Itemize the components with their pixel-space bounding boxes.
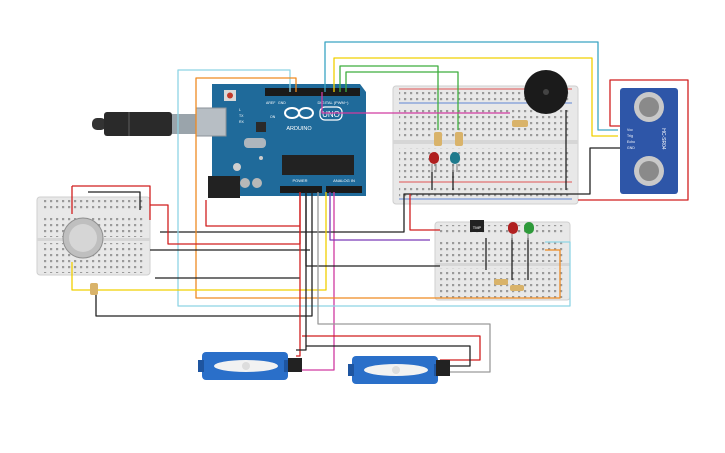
pin-trig-label: Trig	[627, 134, 633, 138]
gnd-label: GND	[278, 101, 286, 105]
model-label: UNO	[322, 110, 340, 119]
resistor-4	[494, 279, 508, 285]
analog-header-label: ANALOG IN	[333, 178, 355, 183]
wire-orange-loop	[195, 77, 561, 299]
on-label: ON	[270, 115, 276, 119]
wire-gray-servo2	[317, 192, 491, 373]
ultrasonic-model-label: HC-SR04	[660, 128, 666, 150]
wire-teal-trig	[324, 41, 618, 131]
resistor-3	[512, 120, 528, 127]
wire-yellow-sensor	[71, 192, 327, 291]
led-blue-main	[450, 152, 460, 172]
wire-yellow-echo	[333, 57, 618, 137]
led-red-small	[508, 222, 518, 240]
wire-red-left-power	[150, 192, 301, 245]
led-red-main	[429, 152, 439, 172]
wire-green-led2	[345, 71, 459, 130]
wire-red-servo1	[296, 192, 301, 357]
wire-red-vcc	[578, 79, 689, 201]
wire-red-servo2	[302, 335, 481, 361]
digital-header-label: DIGITAL (PWM~)	[318, 100, 350, 105]
pin-vcc-label: Vcc	[627, 128, 633, 132]
aref-label: AREF	[266, 101, 275, 105]
breadboard-main	[392, 85, 579, 205]
wire-lightblue-loop	[177, 69, 571, 307]
usb-cable	[92, 112, 204, 136]
tx-label: TX	[239, 114, 244, 118]
ultrasonic-sensor: HC-SR04 Vcc Trig Echo GND	[620, 88, 678, 194]
wire-black-servo1	[296, 192, 307, 351]
wire-black-servo2	[306, 345, 471, 367]
brand-label: ARDUINO	[286, 126, 312, 132]
wire-black-gnd	[160, 147, 620, 233]
wires	[71, 41, 689, 373]
temp-sensor-label: TMP	[473, 225, 482, 230]
arduino-logo	[284, 107, 314, 119]
wire-magenta-buzzer	[321, 92, 510, 114]
power-header-label: POWER	[292, 178, 307, 183]
wire-black-resistor	[95, 192, 313, 317]
wire-purple	[329, 192, 430, 241]
wire-red-bb2	[409, 194, 440, 231]
pin-gnd-label: GND	[627, 146, 635, 150]
wire-red-sensor	[71, 185, 151, 220]
resistor-5	[510, 285, 524, 291]
arduino-uno: UNO ARDUINO DIGITAL (PWM~) POWER ANALOG …	[195, 84, 366, 198]
resistor-left	[90, 283, 98, 295]
wire-black-sensor	[88, 191, 141, 210]
l-label: L	[239, 108, 241, 112]
servo-motor-2	[348, 356, 450, 384]
servo-motor-1	[198, 352, 302, 380]
resistor-1	[434, 132, 442, 146]
piezo-buzzer	[524, 70, 568, 114]
wire-magenta-servo	[296, 192, 335, 371]
temperature-sensor: TMP	[470, 220, 484, 232]
breadboard-right-small	[434, 221, 571, 301]
pin-echo-label: Echo	[627, 140, 635, 144]
gas-sensor	[62, 217, 104, 259]
rx-label: RX	[239, 120, 245, 124]
wire-green-led1	[339, 65, 439, 130]
led-green-small	[524, 222, 534, 240]
wire-red-power-2	[205, 200, 300, 227]
resistor-2	[455, 132, 463, 146]
